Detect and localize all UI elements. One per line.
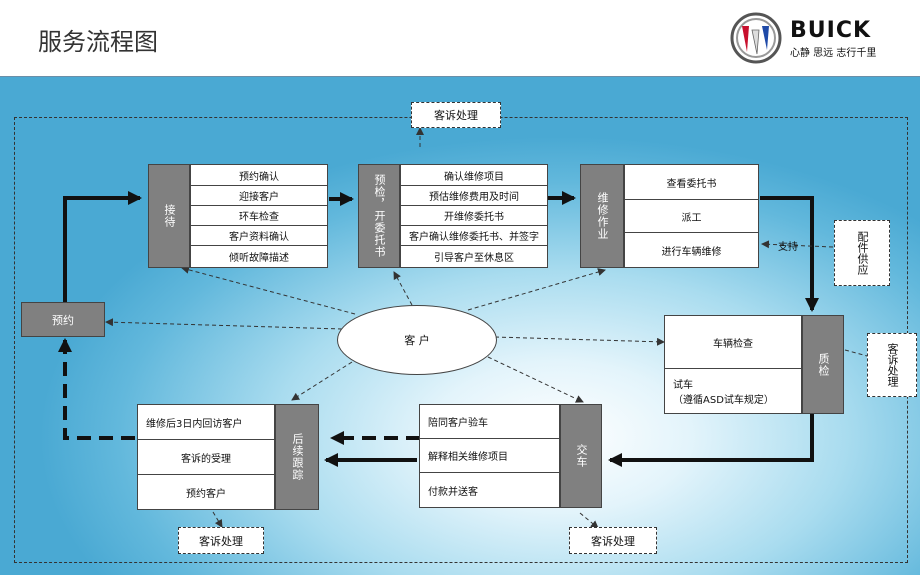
test-drive-text: 试车 bbox=[673, 380, 693, 391]
list-item: 预约客户 bbox=[186, 488, 226, 500]
repair-list: 查看委托书 派工 进行车辆维修 bbox=[624, 164, 759, 268]
list-item: 客户确认维修委托书、并签字 bbox=[401, 226, 547, 246]
followup-list: 维修后3日内回访客户 客诉的受理 预约客户 bbox=[137, 404, 275, 510]
brand-slogan: 心静 思远 志行千里 bbox=[790, 48, 877, 59]
list-item: 迎接客户 bbox=[191, 186, 327, 206]
list-item: 付款并送客 bbox=[428, 486, 478, 498]
reservation-box: 预约 bbox=[21, 302, 105, 337]
list-item: 预约确认 bbox=[191, 165, 327, 186]
complaint-note-right: 客诉处理 bbox=[867, 333, 917, 397]
precheck-list: 确认维修项目 预估维修费用及时间 开维修委托书 客户确认维修委托书、并签字 引导… bbox=[400, 164, 548, 268]
delivery-list: 陪同客户验车 解释相关维修项目 付款并送客 bbox=[419, 404, 560, 508]
flow-reservation-to-reception bbox=[63, 191, 142, 303]
followup-label: 后续跟踪 bbox=[275, 404, 319, 510]
list-item: 陪同客户验车 bbox=[420, 405, 559, 439]
precheck-label: 预检，开委托书 bbox=[358, 164, 400, 268]
list-item: 派工 bbox=[625, 200, 758, 233]
list-item: 车辆检查 bbox=[665, 316, 801, 369]
customer-oval: 客 户 bbox=[337, 305, 497, 375]
complaint-note-bottom-mid: 客诉处理 bbox=[569, 527, 657, 554]
flow-qc-to-delivery bbox=[608, 414, 814, 467]
list-item: 试车 （遵循ASD试车规定） bbox=[665, 369, 801, 413]
list-item: 客户资料确认 bbox=[191, 226, 327, 246]
complaint-note-bottom-left: 客诉处理 bbox=[178, 527, 264, 554]
flow-repair-to-qc bbox=[760, 196, 819, 312]
list-item: 确认维修项目 bbox=[401, 165, 547, 186]
reception-label: 接待 bbox=[148, 164, 190, 268]
buick-emblem-icon bbox=[730, 12, 782, 64]
list-item: 维修后3日内回访客户 bbox=[138, 405, 274, 440]
list-item: 开维修委托书 bbox=[401, 206, 547, 226]
list-item: 环车检查 bbox=[191, 206, 327, 226]
list-item: 预估维修费用及时间 bbox=[401, 186, 547, 206]
dashed-followup-to-reservation bbox=[58, 338, 135, 440]
list-item: 引导客户至休息区 bbox=[434, 253, 514, 264]
support-label: 支持 bbox=[778, 242, 798, 253]
list-item: 进行车辆维修 bbox=[661, 246, 722, 258]
complaint-note-top: 客诉处理 bbox=[411, 102, 501, 128]
header-bar: 服务流程图 BUICK 心静 思远 志行千里 bbox=[0, 0, 920, 77]
reception-list: 预约确认 迎接客户 环车检查 客户资料确认 倾听故障描述 bbox=[190, 164, 328, 268]
list-item: 解释相关维修项目 bbox=[420, 439, 559, 473]
list-item: 客诉的受理 bbox=[138, 440, 274, 475]
list-item: 倾听故障描述 bbox=[229, 253, 289, 264]
repair-label: 维修作业 bbox=[580, 164, 624, 268]
buick-logo: BUICK 心静 思远 志行千里 bbox=[728, 12, 908, 64]
test-drive-rule-text: （遵循ASD试车规定） bbox=[673, 395, 774, 406]
delivery-label: 交车 bbox=[560, 404, 602, 508]
qc-label: 质检 bbox=[802, 315, 844, 414]
qc-list: 车辆检查 试车 （遵循ASD试车规定） bbox=[664, 315, 802, 414]
brand-wordmark: BUICK bbox=[790, 18, 872, 43]
list-item: 查看委托书 bbox=[625, 165, 758, 200]
page-title: 服务流程图 bbox=[38, 28, 158, 56]
parts-supply-note: 配件供应 bbox=[834, 220, 890, 286]
